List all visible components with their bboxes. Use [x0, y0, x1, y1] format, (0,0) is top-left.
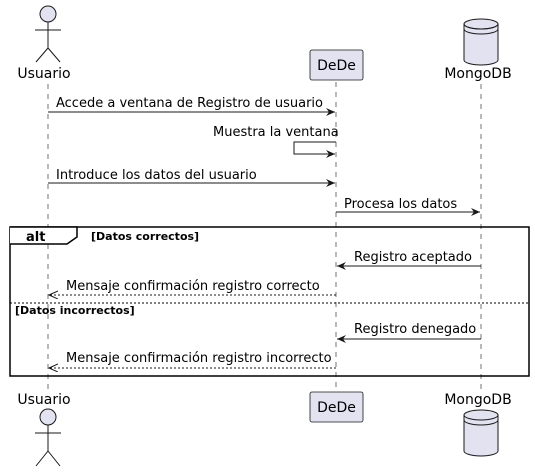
actor-usuario-top: Usuario: [17, 5, 71, 82]
participant-label-mongodb: MongoDB: [444, 66, 511, 82]
participant-dede-top: DeDe: [309, 49, 364, 81]
message-6: Mensaje confirmación registro correcto: [49, 279, 336, 295]
message-3: Introduce los datos del usuario: [48, 168, 335, 187]
message-label: Mensaje confirmación registro correcto: [66, 279, 320, 294]
message-1: Accede a ventana de Registro de usuario: [48, 96, 335, 116]
participant-label-mongodb-bottom: MongoDB: [444, 392, 511, 408]
message-label: Procesa los datos: [344, 197, 457, 212]
database-mongodb-bottom: MongoDB: [444, 392, 512, 457]
message-label: Accede a ventana de Registro de usuario: [56, 96, 323, 111]
fragment-keyword: alt: [26, 230, 45, 245]
message-4: Procesa los datos: [336, 197, 480, 216]
message-label: Registro denegado: [354, 322, 476, 337]
database-icon: [463, 18, 499, 66]
message-2: Muestra la ventana: [213, 125, 339, 158]
participant-label-dede-bottom: DeDe: [317, 400, 356, 416]
message-label: Introduce los datos del usuario: [56, 168, 257, 183]
participant-label-usuario: Usuario: [17, 66, 70, 82]
message-label: Registro aceptado: [354, 250, 472, 265]
alt-fragment: alt [Datos correctos] [Datos incorrectos…: [9, 226, 530, 377]
actor-usuario-bottom: Usuario: [17, 392, 71, 467]
fragment-guard-2: [Datos incorrectos]: [15, 304, 135, 317]
actor-icon: [35, 408, 61, 467]
message-label: Muestra la ventana: [213, 125, 339, 140]
message-7: Registro denegado: [337, 322, 481, 343]
fragment-guard-1: [Datos correctos]: [91, 230, 199, 243]
database-icon: [463, 409, 499, 457]
message-8: Mensaje confirmación registro incorrecto: [49, 351, 336, 368]
participant-dede-bottom: DeDe: [309, 391, 364, 423]
database-mongodb-top: MongoDB: [444, 18, 512, 82]
actor-icon: [35, 5, 61, 63]
participant-label-usuario-bottom: Usuario: [17, 392, 70, 408]
message-5: Registro aceptado: [337, 250, 481, 270]
message-label: Mensaje confirmación registro incorrecto: [66, 351, 332, 366]
participant-label-dede: DeDe: [317, 58, 356, 74]
